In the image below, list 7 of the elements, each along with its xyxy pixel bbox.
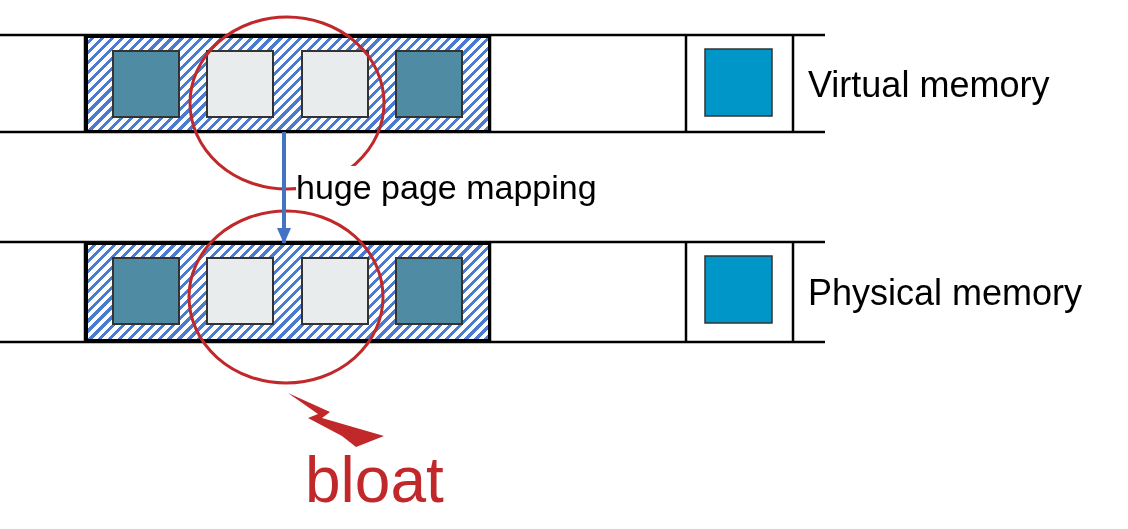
huge-page-region (86, 36, 490, 132)
edge-label: huge page mapping (296, 166, 597, 209)
arrow (277, 132, 291, 244)
huge-page-region (86, 243, 490, 341)
memory-label: Physical memory (808, 271, 1083, 315)
warning-text: bloat (305, 448, 444, 512)
memory-label: Virtual memory (808, 63, 1050, 107)
